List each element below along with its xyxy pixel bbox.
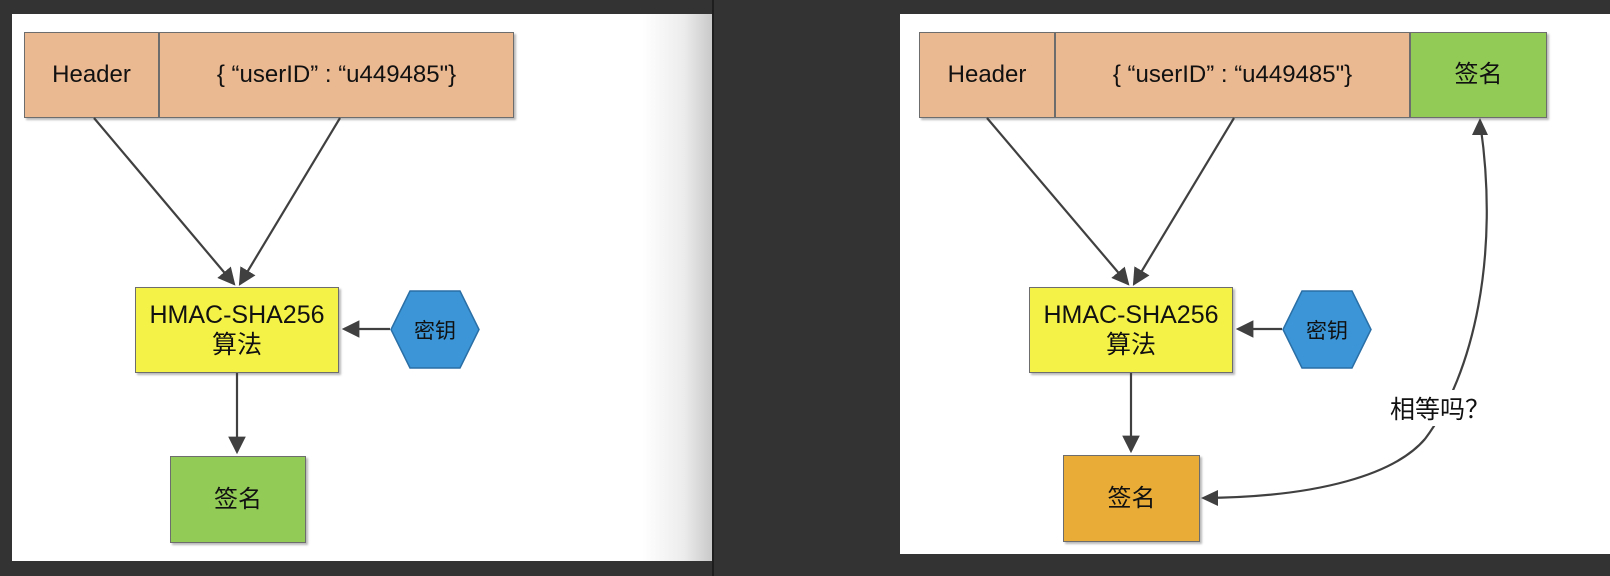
arrow-header-to-algorithm (93, 117, 236, 286)
payload-box: { “userID” : “u449485"} (159, 32, 514, 118)
compare-question-label: 相等吗？ (1388, 390, 1493, 426)
compare-arrow (1203, 121, 1488, 500)
arrow-payload-to-algorithm (238, 117, 341, 286)
hmac-algorithm-box: HMAC-SHA256算法 (1029, 287, 1233, 373)
received-signature-label: 签名 (1454, 61, 1503, 89)
signature-box: 签名 (170, 456, 306, 543)
header-label: Header (947, 61, 1027, 89)
header-label: Header (52, 61, 131, 89)
panel-divider (712, 0, 714, 576)
payload-box: { “userID” : “u449485"} (1055, 32, 1410, 118)
secret-key-node: 密钥 (390, 290, 480, 369)
hmac-algorithm-box: HMAC-SHA256算法 (135, 287, 339, 373)
payload-label: { “userID” : “u449485"} (216, 61, 457, 89)
right-diagram-panel: Header { “userID” : “u449485"} 签名 HMAC-S… (900, 14, 1610, 554)
key-label: 密钥 (1306, 319, 1348, 343)
left-diagram-panel: Header { “userID” : “u449485"} HMAC-SHA2… (12, 14, 712, 561)
algorithm-label: HMAC-SHA256算法 (149, 300, 325, 360)
arrow-payload-to-algorithm (1132, 117, 1235, 286)
computed-signature-box: 签名 (1063, 455, 1200, 542)
signature-label: 签名 (214, 485, 262, 513)
compare-arrowhead-left (1201, 490, 1218, 506)
header-box: Header (24, 32, 159, 118)
secret-key-node: 密钥 (1282, 290, 1372, 369)
left-diagram-arrows (93, 117, 390, 455)
right-diagram-arrows (986, 117, 1488, 506)
computed-signature-label: 签名 (1107, 484, 1156, 512)
payload-label: { “userID” : “u449485"} (1112, 61, 1353, 89)
received-signature-box: 签名 (1410, 32, 1547, 118)
header-box: Header (919, 32, 1055, 118)
hexagon-shape (1282, 290, 1372, 369)
key-label: 密钥 (414, 319, 456, 343)
compare-arrowhead-top (1472, 118, 1488, 135)
hexagon-shape (390, 290, 480, 369)
arrow-header-to-algorithm (986, 117, 1130, 286)
algorithm-label: HMAC-SHA256算法 (1043, 300, 1219, 360)
